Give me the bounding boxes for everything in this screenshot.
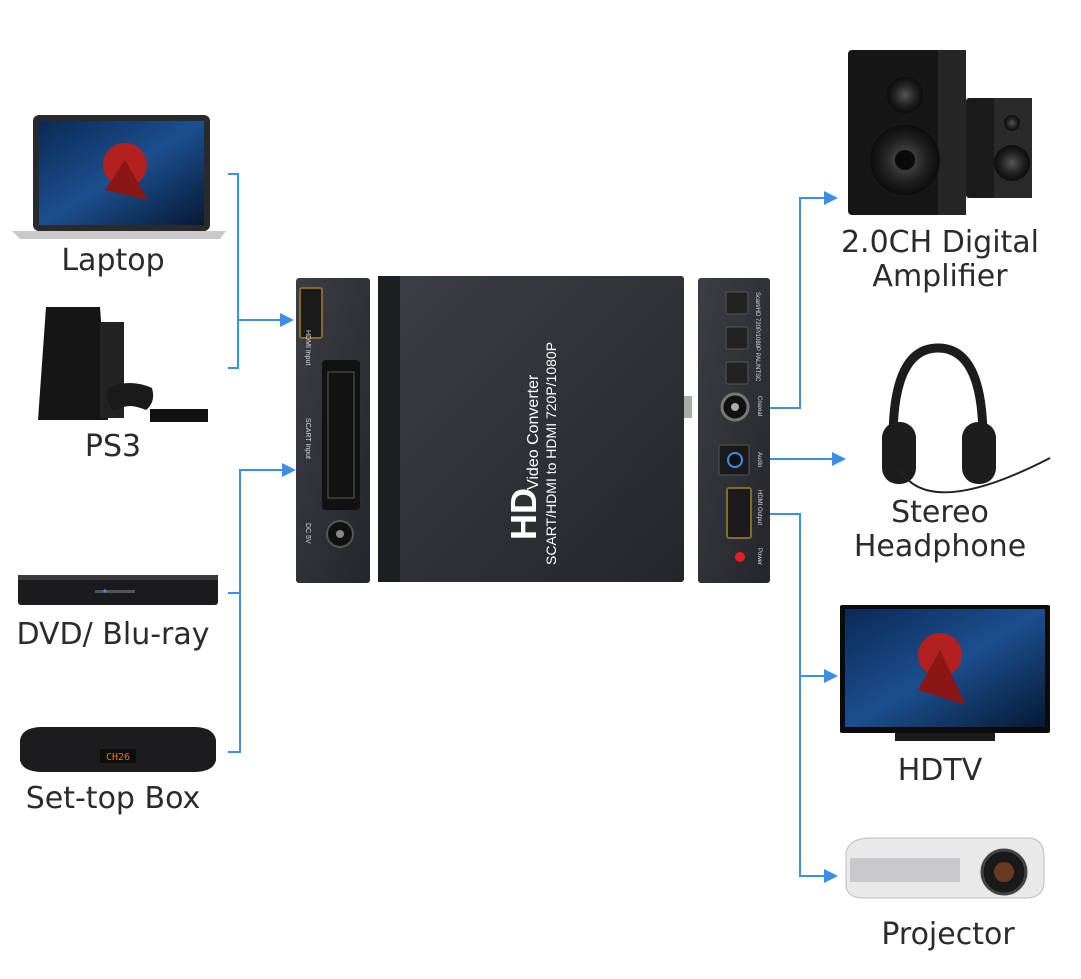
coaxial-port-label: Coaxial bbox=[756, 396, 762, 416]
projector-image bbox=[845, 837, 1045, 899]
power-label: Power bbox=[756, 548, 762, 565]
buttons-label: Scart/HD 720P/1080P PAL/NTSC bbox=[754, 292, 760, 382]
dvd-label: DVD/ Blu-ray bbox=[16, 617, 210, 652]
hdtv-image bbox=[840, 605, 1050, 741]
settop-box-image: CH26 bbox=[20, 727, 216, 772]
scart-in-arrow bbox=[239, 463, 296, 593]
input-connectors bbox=[228, 173, 296, 753]
device-subtitle-text: SCART/HDMI to HDMI 720P/1080P bbox=[543, 342, 559, 565]
dc-port-label: DC 5V bbox=[304, 523, 311, 544]
hdtv-label: HDTV bbox=[897, 753, 983, 788]
headphone-label-line1: Stereo bbox=[891, 495, 989, 530]
device-title-text: Video Converter bbox=[525, 374, 542, 490]
converter-output-panel: Scart/HD 720P/1080P PAL/NTSC Coaxial Aud… bbox=[698, 278, 770, 583]
projector-label: Projector bbox=[881, 917, 1015, 952]
headphone-label-line2: Headphone bbox=[853, 529, 1027, 564]
ps3-image bbox=[38, 307, 208, 422]
amplifier-label-line2: Amplifier bbox=[872, 259, 1008, 294]
settop-display-text: CH26 bbox=[106, 752, 130, 763]
coaxial-to-amp bbox=[745, 191, 838, 409]
laptop-ps3-bracket bbox=[228, 173, 239, 369]
laptop-image bbox=[12, 115, 226, 239]
device-brand-text: HD bbox=[503, 488, 544, 540]
speakers-image bbox=[848, 50, 1032, 215]
dvd-settop-bracket bbox=[228, 592, 241, 753]
settop-label: Set-top Box bbox=[25, 781, 201, 816]
hdmi-out-trunk bbox=[762, 513, 838, 883]
headphones-image bbox=[882, 343, 1051, 494]
hdmi-input-port-label: HDMI Input bbox=[304, 330, 311, 365]
ps3-label: PS3 bbox=[84, 429, 142, 464]
hdmi-output-port-label: HDMI Output bbox=[756, 490, 762, 525]
amplifier-label-line1: 2.0CH Digital bbox=[840, 225, 1040, 260]
audio-port-label: Audio bbox=[756, 452, 762, 468]
converter-input-panel: HDMI Input SCART Input DC 5V bbox=[296, 278, 370, 583]
dvd-player-image bbox=[18, 575, 218, 605]
converter-top: HD Video Converter SCART/HDMI to HDMI 72… bbox=[378, 276, 692, 582]
scart-input-port-label: SCART Input bbox=[304, 418, 311, 459]
laptop-label: Laptop bbox=[61, 243, 165, 278]
